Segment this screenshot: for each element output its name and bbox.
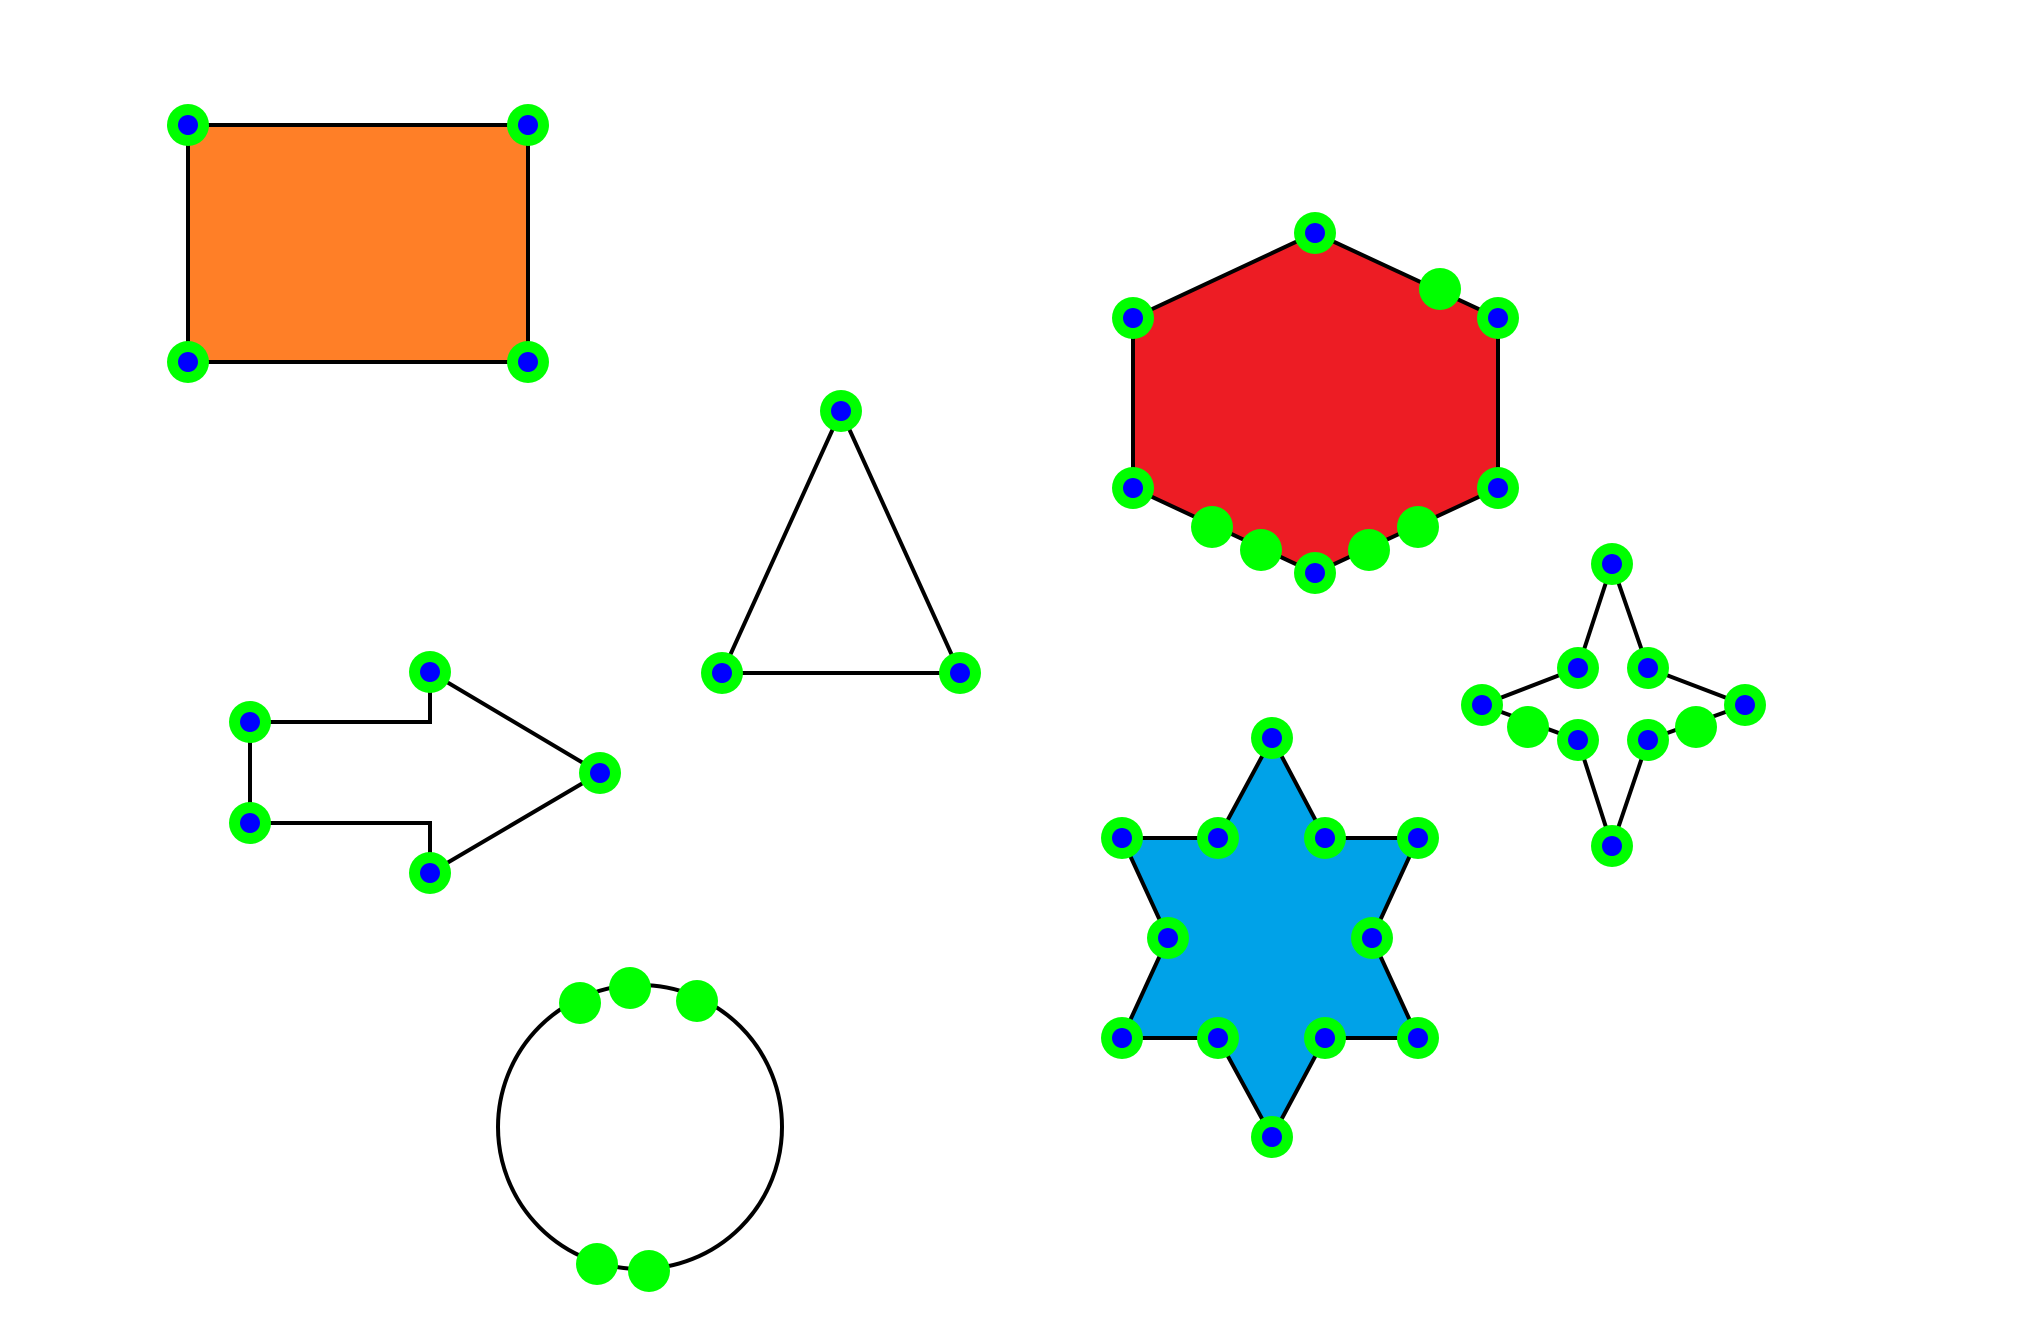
circle-extra-marker: [559, 982, 601, 1024]
marker-center: [1112, 1028, 1132, 1048]
rectangle-vertex-marker: [167, 104, 209, 146]
hexagon-extra-marker: [1397, 506, 1439, 548]
marker-center: [420, 863, 440, 883]
star-of-david-vertex-marker: [1147, 917, 1189, 959]
marker-center: [1568, 658, 1588, 678]
marker-center: [178, 115, 198, 135]
circle-shape: [496, 983, 784, 1271]
star-of-david-vertex-marker: [1304, 817, 1346, 859]
marker-center: [1735, 695, 1755, 715]
hexagon-vertex-marker: [1294, 212, 1336, 254]
marker-center: [1408, 1028, 1428, 1048]
marker-center: [950, 663, 970, 683]
marker-center: [1472, 695, 1492, 715]
marker-center: [1602, 554, 1622, 574]
marker-center: [1123, 478, 1143, 498]
rectangle-vertex-marker: [507, 104, 549, 146]
marker-center: [1112, 828, 1132, 848]
star-of-david-vertex-marker: [1397, 817, 1439, 859]
triangle-vertex-marker: [701, 652, 743, 694]
arrow-shape: [248, 668, 604, 877]
hexagon-extra-marker: [1240, 529, 1282, 571]
star-of-david-vertex-marker: [1397, 1017, 1439, 1059]
hexagon-vertex-marker: [1112, 467, 1154, 509]
four-point-star-vertex-marker: [1627, 719, 1669, 761]
hexagon-vertex-marker: [1112, 297, 1154, 339]
rectangle-vertex-marker: [167, 341, 209, 383]
circle-extra-marker: [609, 967, 651, 1009]
circle-extra-marker: [576, 1243, 618, 1285]
marker-center: [1208, 828, 1228, 848]
marker-center: [518, 352, 538, 372]
four-point-star-vertex-marker: [1557, 647, 1599, 689]
star-of-david-vertex-marker: [1304, 1017, 1346, 1059]
marker-center: [240, 712, 260, 732]
hexagon-extra-marker: [1191, 506, 1233, 548]
triangle-shape: [718, 406, 964, 675]
star-of-david-vertex-marker: [1101, 817, 1143, 859]
marker-center: [1305, 563, 1325, 583]
four-point-star-vertex-marker: [1591, 825, 1633, 867]
marker-center: [1568, 730, 1588, 750]
marker-center: [1208, 1028, 1228, 1048]
marker-center: [1638, 658, 1658, 678]
four-point-star-vertex-marker: [1724, 684, 1766, 726]
star-of-david-vertex-marker: [1251, 717, 1293, 759]
arrow-vertex-marker: [229, 802, 271, 844]
hexagon-vertex-marker: [1477, 467, 1519, 509]
marker-center: [712, 663, 732, 683]
marker-center: [1158, 928, 1178, 948]
four-point-star-extra-marker: [1675, 706, 1717, 748]
four-point-star-extra-marker: [1507, 706, 1549, 748]
star-of-david-vertex-marker: [1197, 817, 1239, 859]
marker-center: [590, 763, 610, 783]
triangle-vertex-marker: [939, 652, 981, 694]
triangle-vertex-marker: [820, 390, 862, 432]
rectangle-shape: [186, 123, 530, 364]
marker-center: [1602, 836, 1622, 856]
arrow-vertex-marker: [409, 852, 451, 894]
arrow-vertex-marker: [579, 752, 621, 794]
marker-center: [1262, 1127, 1282, 1147]
marker-center: [1315, 1028, 1335, 1048]
circle-extra-marker: [676, 980, 718, 1022]
star-of-david-vertex-marker: [1351, 917, 1393, 959]
four-point-star-vertex-marker: [1627, 647, 1669, 689]
four-point-star-vertex-marker: [1591, 543, 1633, 585]
star-of-david-vertex-marker: [1251, 1116, 1293, 1158]
hexagon-vertex-marker: [1294, 552, 1336, 594]
shape-layer: [186, 123, 1751, 1271]
marker-center: [518, 115, 538, 135]
four-point-star-shape: [1476, 557, 1751, 853]
marker-layer: [167, 104, 1766, 1292]
four-point-star-vertex-marker: [1461, 684, 1503, 726]
marker-center: [831, 401, 851, 421]
marker-center: [240, 813, 260, 833]
marker-center: [1488, 308, 1508, 328]
marker-center: [178, 352, 198, 372]
marker-center: [1408, 828, 1428, 848]
marker-center: [1638, 730, 1658, 750]
hexagon-vertex-marker: [1477, 297, 1519, 339]
marker-center: [1305, 223, 1325, 243]
arrow-vertex-marker: [229, 701, 271, 743]
rectangle-vertex-marker: [507, 341, 549, 383]
star-of-david-vertex-marker: [1101, 1017, 1143, 1059]
four-point-star-vertex-marker: [1557, 719, 1599, 761]
star-of-david-vertex-marker: [1197, 1017, 1239, 1059]
marker-center: [1362, 928, 1382, 948]
marker-center: [1123, 308, 1143, 328]
marker-center: [420, 662, 440, 682]
arrow-vertex-marker: [409, 651, 451, 693]
hexagon-extra-marker: [1348, 529, 1390, 571]
marker-center: [1488, 478, 1508, 498]
marker-center: [1262, 728, 1282, 748]
hexagon-extra-marker: [1419, 268, 1461, 310]
circle-extra-marker: [628, 1250, 670, 1292]
marker-center: [1315, 828, 1335, 848]
